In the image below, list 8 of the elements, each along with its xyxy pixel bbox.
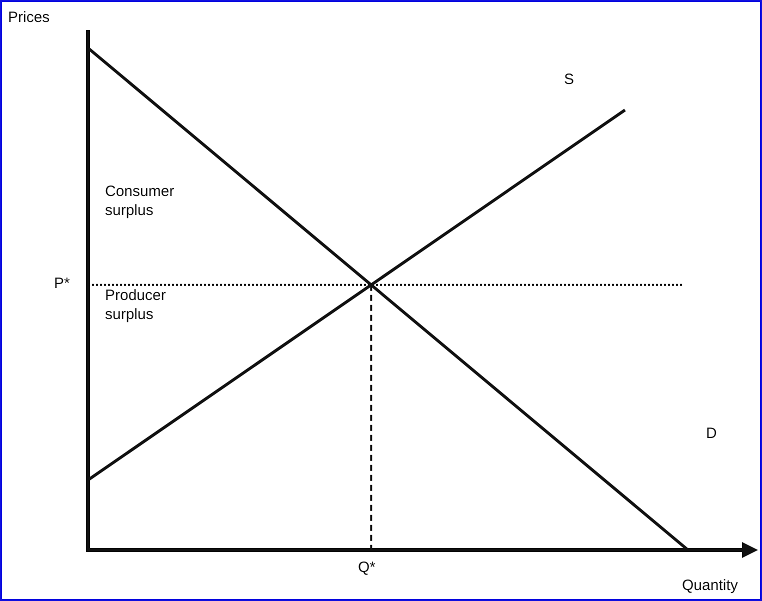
axis-label: Consumer surplus <box>105 182 176 220</box>
axis-label: D <box>706 424 718 443</box>
axis-label: Prices <box>8 8 51 27</box>
axis-label: Q* <box>358 558 377 577</box>
axis-label: P* <box>54 274 71 293</box>
axis-label: Producer surplus <box>105 286 167 324</box>
axis-label: S <box>564 70 576 89</box>
axis-label: Quantity <box>682 576 739 595</box>
